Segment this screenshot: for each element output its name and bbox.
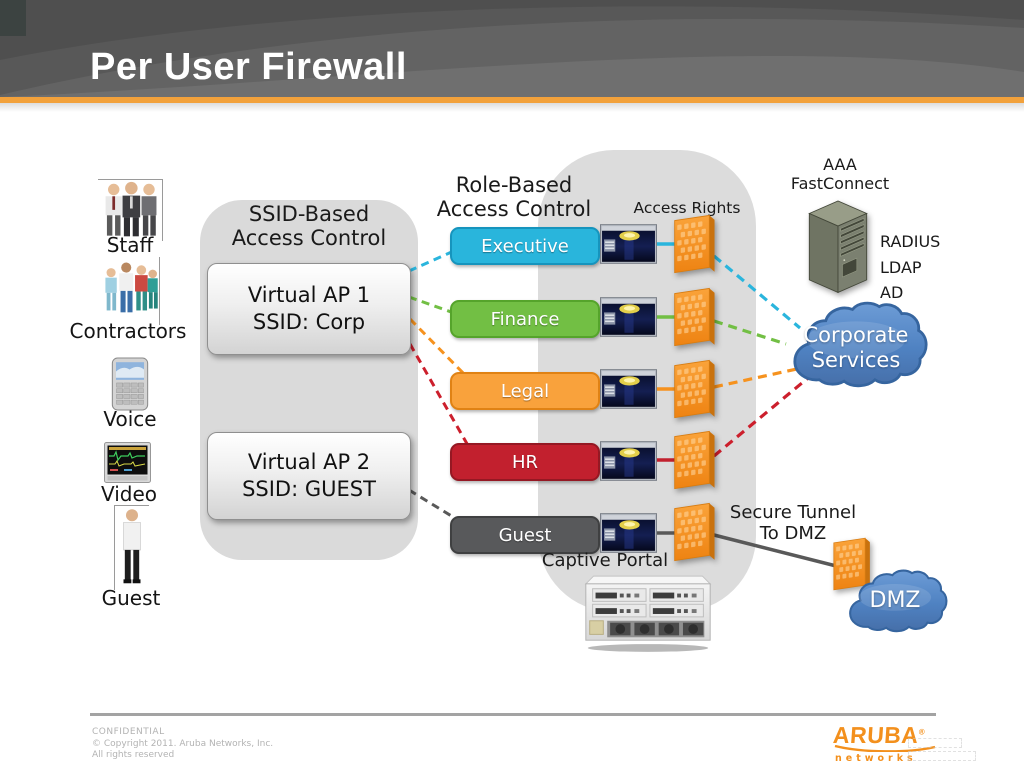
header-swoosh-graphic [0, 0, 1024, 97]
aruba-logo-swoosh [834, 745, 936, 752]
firewall-icon-hr [674, 430, 715, 490]
footer-legal-text: CONFIDENTIAL © Copyright 2011. Aruba Net… [92, 727, 392, 762]
firewall-icon-finance [674, 287, 715, 347]
footer-confidential: CONFIDENTIAL [92, 727, 165, 737]
firewall-icon-executive [674, 214, 715, 274]
endpoint-label-staff: Staff [106, 233, 154, 257]
virtual-ap2-box: Virtual AP 2 SSID: GUEST [207, 432, 411, 520]
header-fade [0, 103, 1024, 112]
policy-screenshot-guest [600, 513, 657, 553]
protocol-radius: RADIUS [880, 232, 941, 251]
aruba-logo-networks: networks [835, 753, 917, 764]
role-pill-hr: HR [450, 443, 600, 481]
virtual-ap1-box: Virtual AP 1 SSID: Corp [207, 263, 411, 355]
policy-screenshot-legal [600, 369, 657, 409]
server-protocols-list: RADIUS LDAP AD [880, 229, 940, 306]
endpoint-label-guest: Guest [101, 586, 161, 610]
footer-rights: All rights reserved [92, 750, 175, 761]
aaa-fastconnect-label: AAA FastConnect [790, 155, 890, 193]
role-pill-guest: Guest [450, 516, 600, 554]
aaa-server-icon [808, 200, 868, 293]
endpoint-label-contractors: Contractors [69, 319, 187, 343]
policy-screenshot-finance [600, 297, 657, 337]
captive-portal-label: Captive Portal [541, 550, 669, 571]
endpoint-label-video: Video [100, 482, 158, 506]
access-rights-label: Access Rights [633, 199, 741, 217]
role-pill-finance: Finance [450, 300, 600, 338]
role-pill-executive: Executive [450, 227, 600, 265]
controller-chassis [585, 575, 711, 653]
role-panel-title: Role-Based Access Control [436, 173, 592, 221]
policy-screenshot-hr [600, 441, 657, 481]
role-pill-legal: Legal [450, 372, 600, 410]
aruba-networks-logo: ARUBA® networks [832, 722, 963, 768]
header-accent-bar [0, 97, 1024, 103]
guest-person-photo [114, 505, 149, 590]
endpoint-label-voice: Voice [103, 407, 157, 431]
slide-header: Per User Firewall [0, 0, 1024, 97]
page-title: Per User Firewall [90, 46, 407, 88]
footer-divider [90, 713, 936, 716]
policy-screenshot-executive [600, 224, 657, 264]
secure-tunnel-label: Secure Tunnel To DMZ [729, 502, 857, 545]
footer-copyright: © Copyright 2011. Aruba Networks, Inc. [92, 738, 274, 749]
contractors-group-photo [101, 257, 160, 325]
corporate-services-cloud: Corporate Services [774, 301, 938, 391]
firewall-icon-legal [674, 359, 715, 419]
dmz-cloud: DMZ [839, 569, 951, 635]
staff-group-photo [98, 179, 163, 241]
ssid-panel-title: SSID-Based Access Control [231, 202, 387, 250]
protocol-ldap: LDAP [880, 257, 922, 277]
logo-watermark [908, 738, 976, 761]
protocol-ad: AD [880, 283, 904, 303]
